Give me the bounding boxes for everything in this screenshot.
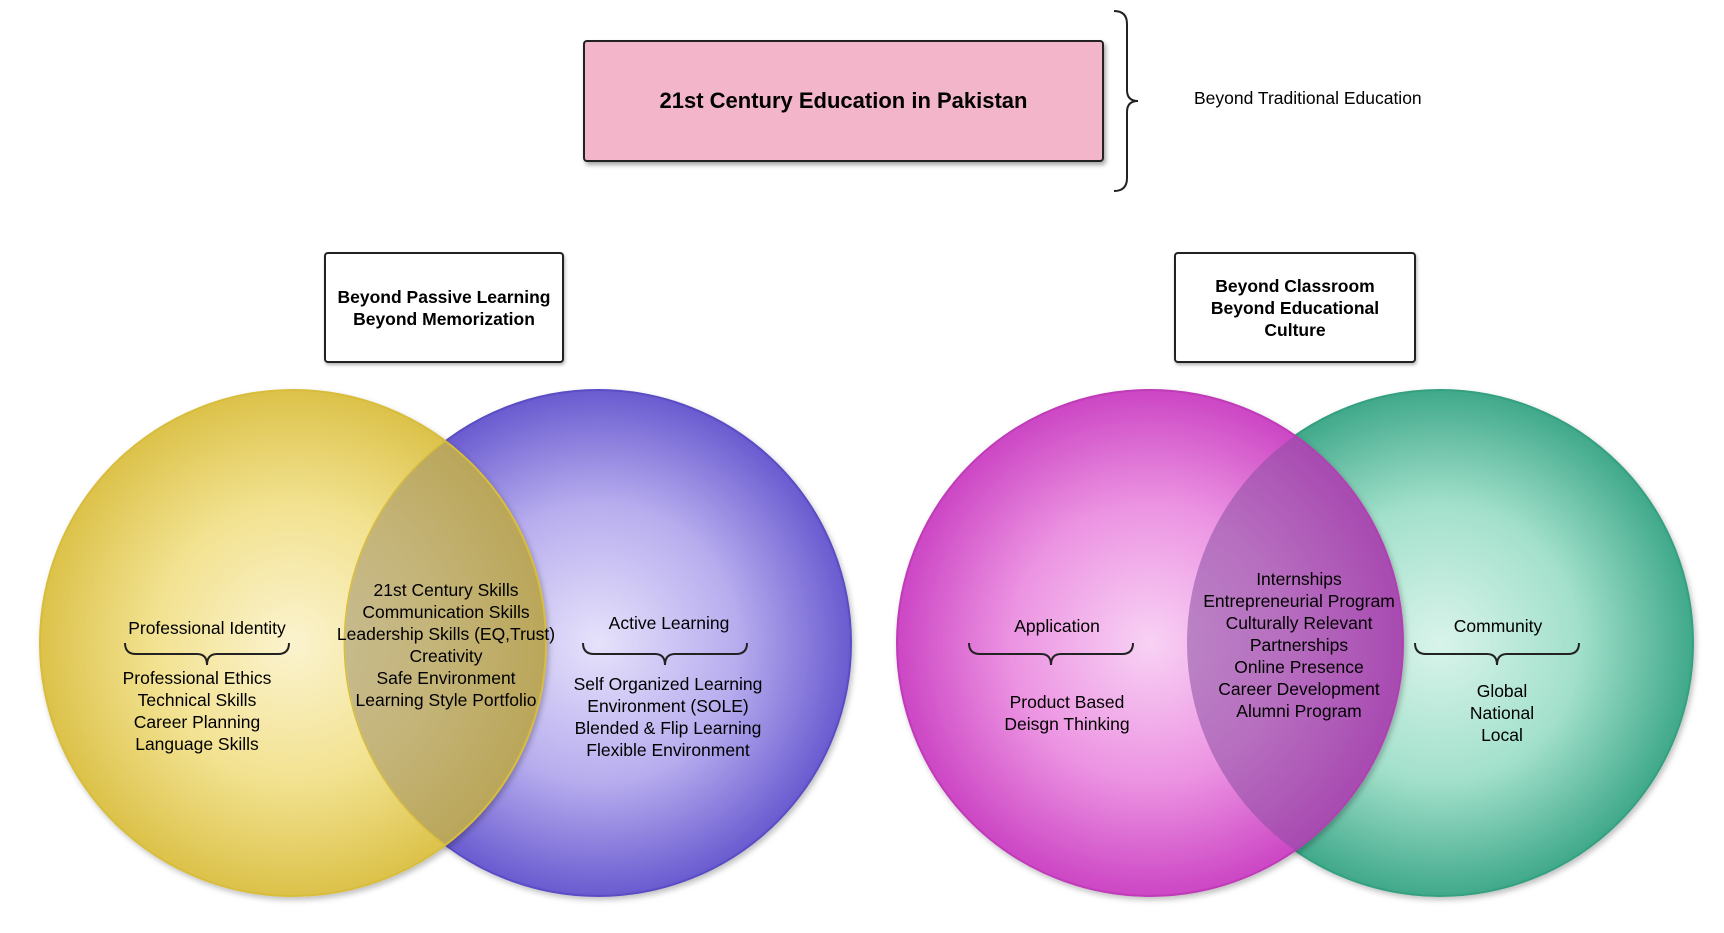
list-item: Product Based xyxy=(1009,692,1125,712)
list-item: Leadership Skills (EQ,Trust) xyxy=(336,624,556,644)
list-item: Internships xyxy=(1256,569,1342,589)
page-title: 21st Century Education in Pakistan xyxy=(659,88,1028,113)
list-item: Online Presence xyxy=(1234,657,1364,677)
list-item: Environment (SOLE) xyxy=(587,696,749,716)
list-item: National xyxy=(1469,703,1535,723)
list-item: Learning Style Portfolio xyxy=(355,690,537,710)
list-item: Global xyxy=(1476,681,1528,701)
list-item: Communication Skills xyxy=(362,602,530,622)
list-item: Language Skills xyxy=(135,734,259,754)
list-item: Flexible Environment xyxy=(586,740,750,760)
list-item: Safe Environment xyxy=(376,668,516,688)
active-learning-brace xyxy=(582,642,748,666)
right-header-line: Culture xyxy=(1264,319,1326,340)
list-item: Culturally Relevant xyxy=(1225,613,1373,633)
list-item: Blended & Flip Learning xyxy=(574,718,762,738)
application-items: Product Based Deisgn Thinking xyxy=(1004,691,1129,735)
right-header-line: Beyond Classroom xyxy=(1215,275,1375,296)
list-item: Local xyxy=(1481,725,1523,745)
community-brace xyxy=(1414,642,1580,666)
list-item: Creativity xyxy=(409,646,483,666)
community-items: Global National Local xyxy=(1470,680,1534,746)
title-brace xyxy=(1113,10,1139,192)
list-item: Deisgn Thinking xyxy=(1004,714,1130,734)
title-side-label: Beyond Traditional Education xyxy=(1194,88,1422,108)
left-header-line: Beyond Memorization xyxy=(353,308,535,329)
list-item: Professional Ethics xyxy=(122,668,272,688)
left-header-line: Beyond Passive Learning xyxy=(337,286,551,307)
title-box: 21st Century Education in Pakistan xyxy=(583,40,1104,162)
left-venn-overlap-outline xyxy=(343,440,547,846)
active-learning-heading: Active Learning xyxy=(608,613,730,633)
professional-identity-heading: Professional Identity xyxy=(128,618,286,638)
left-header-box: Beyond Passive Learning Beyond Memorizat… xyxy=(324,252,564,363)
list-item: Career Planning xyxy=(133,712,261,732)
left-overlap-items: 21st Century Skills Communication Skills… xyxy=(337,579,555,711)
left-venn-overlap xyxy=(345,390,546,896)
application-brace xyxy=(968,642,1134,666)
professional-identity-items: Professional Ethics Technical Skills Car… xyxy=(123,667,272,755)
list-item: Entrepreneurial Program xyxy=(1203,591,1395,611)
right-header-box: Beyond Classroom Beyond Educational Cult… xyxy=(1174,252,1416,363)
list-item: Career Development xyxy=(1218,679,1380,699)
list-item: 21st Century Skills xyxy=(373,580,519,600)
right-overlap-items: Internships Entrepreneurial Program Cult… xyxy=(1203,568,1395,722)
right-header-line: Beyond Educational xyxy=(1210,297,1380,318)
community-heading: Community xyxy=(1453,616,1543,636)
list-item: Partnerships xyxy=(1249,635,1349,655)
application-heading: Application xyxy=(1014,616,1100,636)
list-item: Alumni Program xyxy=(1236,701,1362,721)
right-venn-overlap xyxy=(1187,390,1403,896)
list-item: Technical Skills xyxy=(137,690,257,710)
professional-identity-brace xyxy=(124,642,290,666)
list-item: Self Organized Learning xyxy=(573,674,763,694)
active-learning-items: Self Organized Learning Environment (SOL… xyxy=(574,673,763,761)
